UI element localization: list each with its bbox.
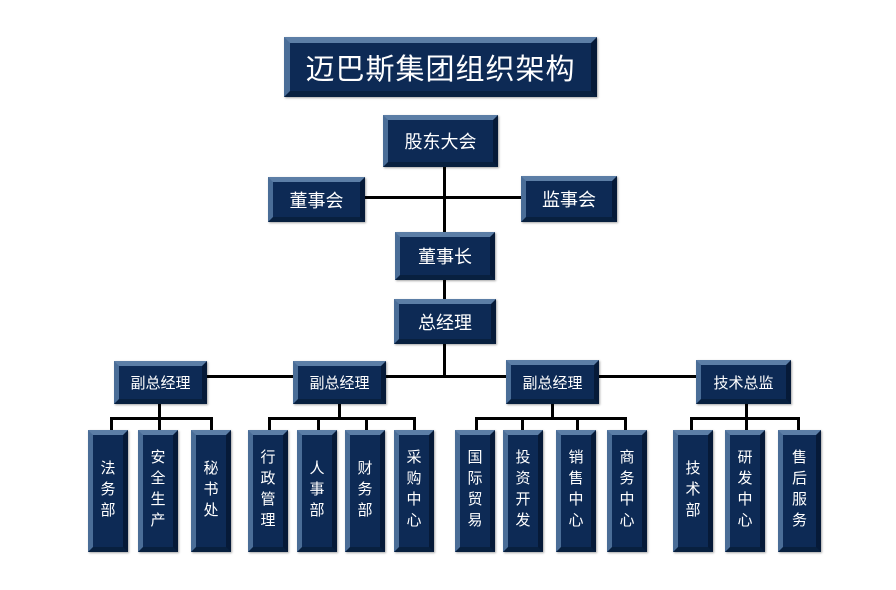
connector-div2-drop — [268, 417, 271, 431]
connector-board-supervisors — [365, 196, 522, 199]
node-chairman: 董事长 — [395, 232, 495, 280]
connector-div3-drop — [475, 417, 478, 431]
connector-div2-drop — [413, 417, 416, 431]
node-shareholders-meeting: 股东大会 — [383, 115, 498, 167]
connector-gm-down — [443, 342, 446, 378]
connector-div3-drop — [521, 417, 524, 431]
dept-investment-development: 投资开发 — [503, 430, 543, 552]
dept-rnd-center: 研发中心 — [725, 430, 765, 552]
connector-div1-drop — [158, 417, 161, 431]
connector-vp-bar — [205, 375, 697, 378]
node-general-manager: 总经理 — [394, 299, 496, 344]
connector-div1-drop — [110, 417, 113, 431]
connector-div3-drop — [624, 417, 627, 431]
dept-after-sales: 售后服务 — [778, 430, 821, 552]
connector-div1-drop — [210, 417, 213, 431]
connector-div2-drop — [365, 417, 368, 431]
connector-div4-drop — [797, 417, 800, 431]
dept-sales-center: 销售中心 — [556, 430, 596, 552]
connector-div2-bar — [268, 417, 416, 420]
dept-technology: 技术部 — [673, 430, 713, 552]
connector-div3-bar — [475, 417, 627, 420]
node-board-of-supervisors: 监事会 — [521, 176, 617, 222]
connector-div2-down — [338, 403, 341, 419]
chart-title: 迈巴斯集团组织架构 — [284, 37, 597, 97]
connector-div4-drop — [690, 417, 693, 431]
node-technical-director: 技术总监 — [696, 360, 791, 404]
node-vp-2: 副总经理 — [293, 361, 386, 404]
node-board-of-directors: 董事会 — [268, 177, 365, 222]
dept-secretariat: 秘书处 — [191, 430, 231, 552]
node-vp-1: 副总经理 — [114, 361, 207, 404]
connector-div1-bar — [110, 417, 213, 420]
connector-div3-drop — [576, 417, 579, 431]
connector-div2-drop — [317, 417, 320, 431]
connector-div1-down — [158, 403, 161, 419]
dept-procurement-center: 采购中心 — [394, 430, 434, 552]
dept-safety-production: 安全生产 — [138, 430, 178, 552]
node-vp-3: 副总经理 — [506, 360, 599, 404]
dept-finance: 财务部 — [345, 430, 385, 552]
dept-business-center: 商务中心 — [607, 430, 647, 552]
dept-human-resources: 人事部 — [297, 430, 337, 552]
connector-div4-down — [745, 403, 748, 419]
connector-div3-down — [551, 403, 554, 419]
dept-administration: 行政管理 — [248, 430, 288, 552]
dept-legal: 法务部 — [88, 430, 128, 552]
connector-div4-drop — [745, 417, 748, 431]
dept-international-trade: 国际贸易 — [455, 430, 495, 552]
